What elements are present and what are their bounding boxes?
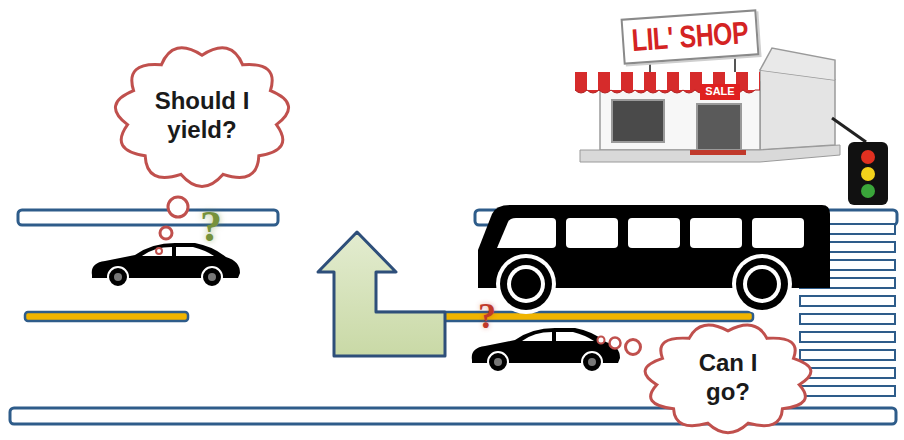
car-window bbox=[522, 332, 552, 341]
thought-text: Can I go? bbox=[684, 349, 772, 407]
question-mark: ? bbox=[478, 298, 496, 334]
thought-cloud: Should I yield? bbox=[108, 36, 296, 196]
thought-dot bbox=[168, 197, 188, 217]
bus-wheel bbox=[743, 265, 781, 303]
crosswalk-stripe bbox=[800, 296, 895, 306]
bus-window bbox=[690, 218, 742, 248]
crosswalk-stripe bbox=[800, 350, 895, 360]
center-line bbox=[25, 312, 188, 321]
thought-dot bbox=[626, 340, 641, 355]
bus-wheel bbox=[736, 258, 788, 310]
thought-dot bbox=[610, 338, 621, 349]
thought-dot bbox=[598, 337, 605, 344]
sign-text: SALE bbox=[705, 85, 734, 98]
thought-dot bbox=[160, 227, 172, 239]
car-window bbox=[556, 332, 594, 341]
car-wheel bbox=[488, 352, 508, 372]
sign-post bbox=[734, 55, 736, 72]
thought-dot bbox=[156, 248, 162, 254]
crosswalk-stripe bbox=[800, 314, 895, 324]
shop-side-wall bbox=[760, 70, 835, 150]
car-wheel bbox=[582, 352, 602, 372]
light-arm bbox=[832, 118, 866, 142]
green-light bbox=[861, 184, 875, 198]
shop-window bbox=[612, 100, 664, 142]
light-housing bbox=[848, 142, 888, 205]
crosswalk-stripe bbox=[800, 368, 895, 378]
shop-roof bbox=[760, 48, 835, 80]
shop-base bbox=[580, 145, 840, 162]
bus-wheel bbox=[507, 265, 545, 303]
cloud-outline bbox=[645, 325, 811, 433]
wheel-arch bbox=[496, 254, 556, 314]
shop-sign: LIL' SHOP bbox=[621, 9, 760, 64]
bus-window bbox=[566, 218, 618, 248]
car-wheel bbox=[108, 267, 128, 287]
thought-text: Should I yield? bbox=[141, 87, 263, 145]
bus-wheel bbox=[511, 269, 541, 299]
car-hub bbox=[208, 273, 216, 281]
door-mat bbox=[690, 150, 746, 155]
yellow-light bbox=[861, 167, 875, 181]
sign-text: LIL' SHOP bbox=[631, 14, 750, 59]
crosswalk-stripe bbox=[800, 332, 895, 342]
car-hub bbox=[114, 273, 122, 281]
red-light bbox=[861, 150, 875, 164]
car bbox=[472, 328, 620, 372]
car-hub bbox=[494, 358, 502, 366]
bus-window bbox=[628, 218, 680, 248]
bus bbox=[478, 205, 830, 314]
cloud-outline bbox=[115, 48, 288, 187]
question-mark: ? bbox=[200, 205, 222, 249]
car bbox=[92, 243, 240, 287]
shop bbox=[575, 48, 840, 162]
bus-window bbox=[497, 218, 556, 248]
crosswalk-stripe bbox=[800, 386, 895, 396]
bus-window bbox=[752, 218, 804, 248]
car-window bbox=[142, 247, 172, 256]
road-edge bbox=[18, 210, 278, 225]
bus-wheel bbox=[500, 258, 552, 310]
thought-cloud: Can I go? bbox=[638, 316, 818, 440]
bus-wheel bbox=[747, 269, 777, 299]
wheel-arch bbox=[732, 254, 792, 314]
car-wheel bbox=[202, 267, 222, 287]
shop-door bbox=[697, 104, 741, 150]
traffic-light bbox=[832, 118, 888, 205]
sale-sign: SALE bbox=[700, 84, 740, 100]
car-hub bbox=[588, 358, 596, 366]
turn-arrow bbox=[318, 232, 445, 356]
